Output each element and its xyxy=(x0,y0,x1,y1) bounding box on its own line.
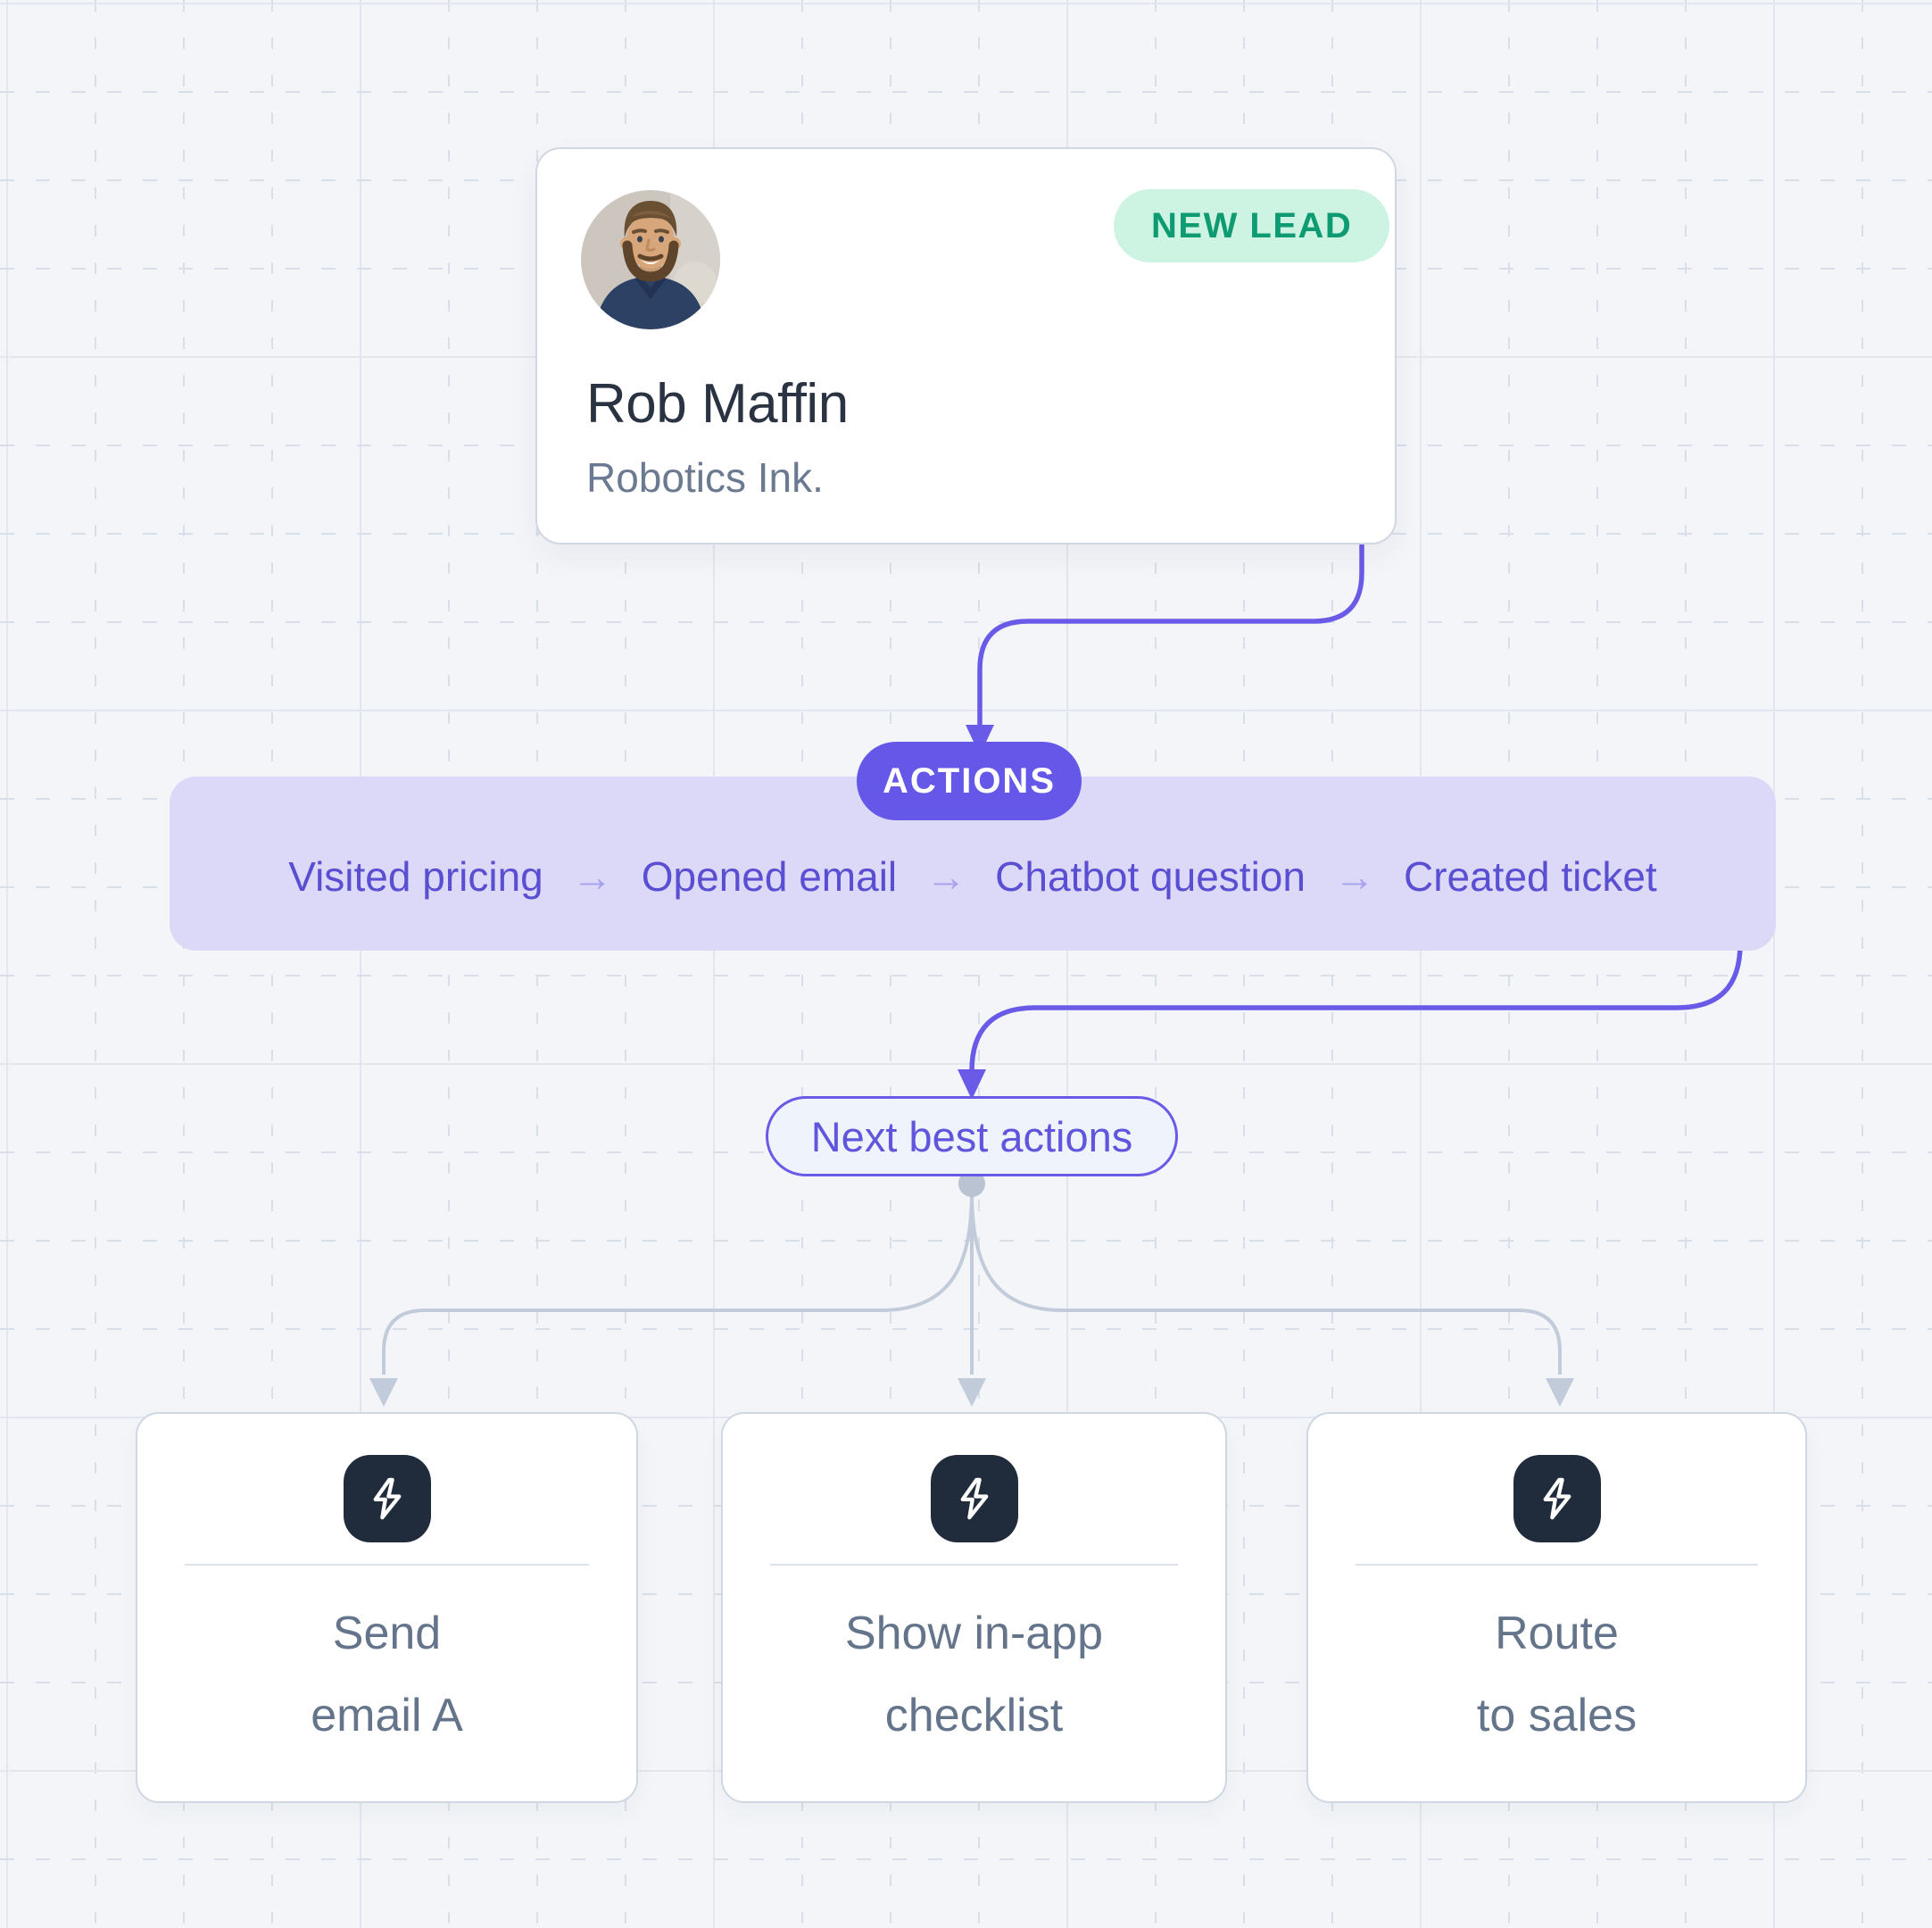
actions-label-pill: ACTIONS xyxy=(857,742,1082,820)
card-divider xyxy=(185,1564,589,1566)
status-badge: NEW LEAD xyxy=(1114,189,1390,262)
label-line-2: to sales xyxy=(1476,1690,1638,1741)
branch-left xyxy=(382,1192,974,1375)
next-best-actions-pill[interactable]: Next best actions xyxy=(766,1096,1178,1176)
label-line-1: Send xyxy=(332,1608,442,1659)
actions-label: ACTIONS xyxy=(883,760,1056,801)
event-opened-email: Opened email xyxy=(641,852,898,900)
label-line-2: checklist xyxy=(884,1690,1064,1741)
arrow-icon: → xyxy=(1333,852,1375,900)
event-visited-pricing: Visited pricing xyxy=(288,852,543,900)
connector-actions-to-next xyxy=(969,928,1743,1073)
connector-lead-to-actions xyxy=(977,500,1364,730)
action-card-show-checklist[interactable]: Show in-app checklist xyxy=(721,1412,1227,1803)
action-card-label: Show in-app checklist xyxy=(845,1592,1103,1757)
lead-card[interactable]: NEW LEAD Rob Maffin Robotics Ink. xyxy=(535,147,1397,544)
next-best-actions-label: Next best actions xyxy=(810,1112,1133,1160)
card-divider xyxy=(770,1564,1178,1566)
avatar xyxy=(581,190,720,329)
arrowhead-card-right xyxy=(1546,1378,1574,1407)
status-badge-label: NEW LEAD xyxy=(1151,205,1353,245)
branch-right xyxy=(970,1192,1562,1375)
arrow-icon: → xyxy=(925,852,967,900)
arrowhead-actions xyxy=(966,725,994,755)
label-line-2: email A xyxy=(311,1690,463,1741)
lightning-icon xyxy=(1513,1455,1601,1542)
lead-name: Rob Maffin xyxy=(586,373,849,435)
arrowhead-card-center xyxy=(958,1378,986,1407)
arrowhead-card-left xyxy=(369,1378,398,1407)
label-line-1: Route xyxy=(1495,1608,1619,1659)
action-card-label: Route to sales xyxy=(1477,1592,1637,1757)
lightning-icon xyxy=(343,1455,431,1542)
arrowhead-next-best xyxy=(958,1069,986,1100)
arrow-icon: → xyxy=(571,852,613,900)
action-card-label: Send email A xyxy=(311,1592,463,1757)
card-divider xyxy=(1356,1564,1758,1566)
event-chatbot-question: Chatbot question xyxy=(995,852,1306,900)
label-line-1: Show in-app xyxy=(844,1608,1104,1659)
lead-company: Robotics Ink. xyxy=(586,454,824,501)
action-card-send-email[interactable]: Send email A xyxy=(136,1412,638,1803)
connector-handle-next-best[interactable] xyxy=(958,1170,985,1197)
lightning-icon xyxy=(930,1455,1018,1542)
action-card-route-sales[interactable]: Route to sales xyxy=(1306,1412,1807,1803)
event-created-ticket: Created ticket xyxy=(1403,852,1657,900)
avatar-illustration xyxy=(581,190,720,329)
